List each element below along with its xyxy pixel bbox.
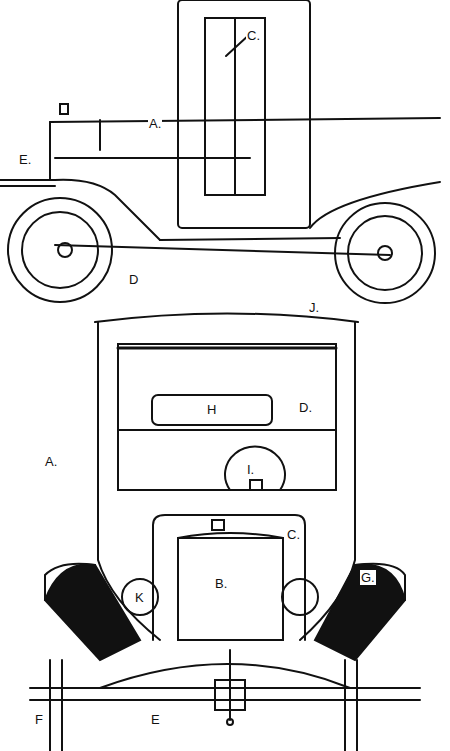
callout-letter: A. (44, 454, 58, 469)
callout-letter: C. (286, 527, 301, 542)
side-view (0, 0, 440, 303)
callout-letter: I. (246, 462, 255, 477)
callout-letter: E. (18, 152, 32, 167)
callout-letter: B. (214, 576, 228, 591)
callout-letter: J. (308, 300, 320, 315)
callout-letter: G. (360, 570, 376, 585)
callout-letter: D (128, 272, 139, 287)
callout-letter: E (150, 712, 161, 727)
callout-letter: F (34, 712, 44, 727)
callout-letter: A. (148, 116, 162, 131)
callout-letter: H (206, 402, 217, 417)
callout-letter: D. (298, 400, 313, 415)
callout-letter: K (134, 590, 145, 605)
callout-letter: C. (246, 28, 261, 43)
front-view (30, 314, 420, 751)
